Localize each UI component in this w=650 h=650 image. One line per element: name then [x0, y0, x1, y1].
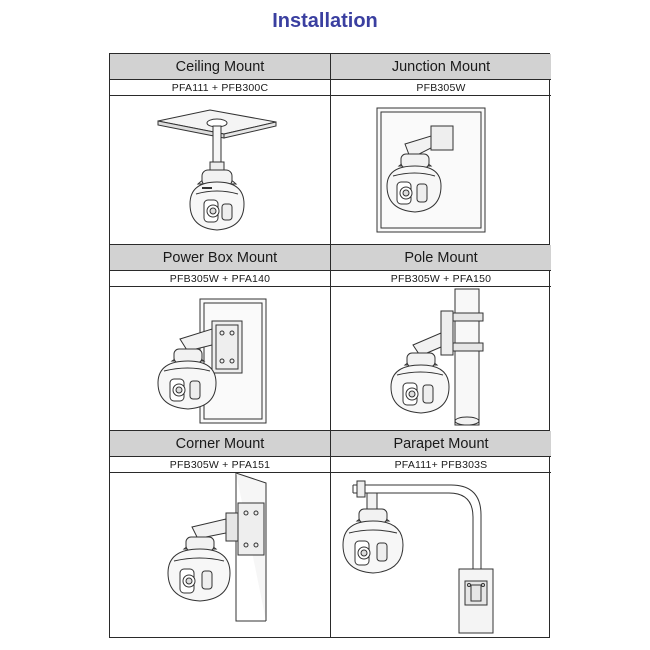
mount-model: PFB305W + PFA151: [110, 457, 330, 473]
table-row: Corner Mount PFB305W + PFA151: [110, 431, 551, 638]
row-divider: [110, 430, 549, 431]
pole-mount-illustration: [331, 287, 551, 429]
corner-mount-illustration: [167, 473, 267, 622]
mount-cell-corner: Corner Mount PFB305W + PFA151: [110, 431, 330, 638]
ceiling-mount-illustration: [157, 109, 277, 231]
mount-title: Corner Mount: [110, 431, 330, 457]
mount-cell-parapet: Parapet Mount PFA111+ PFB303S: [331, 431, 551, 638]
mount-model: PFA111 + PFB300C: [110, 80, 330, 96]
mount-title: Pole Mount: [331, 245, 551, 271]
installation-table: Ceiling Mount PFA111 + PFB300C: [109, 53, 551, 638]
mount-cell-power-box: Power Box Mount PFB305W + PFA140: [110, 245, 330, 430]
parapet-mount-illustration: [342, 480, 494, 634]
mount-title: Power Box Mount: [110, 245, 330, 271]
mount-model: PFB305W: [331, 80, 551, 96]
page-title: Installation: [272, 10, 378, 32]
mount-model: PFB305W + PFA150: [331, 271, 551, 287]
mount-cell-ceiling: Ceiling Mount PFA111 + PFB300C: [110, 54, 330, 244]
pole-mount-illustration: [390, 288, 484, 426]
mount-model: PFB305W + PFA140: [110, 271, 330, 287]
mount-model: PFA111+ PFB303S: [331, 457, 551, 473]
power-box-mount-illustration: [157, 298, 267, 424]
corner-mount-illustration: [110, 473, 330, 637]
table-row: Ceiling Mount PFA111 + PFB300C: [110, 54, 551, 244]
ceiling-mount-illustration: [110, 96, 330, 242]
mount-title: Ceiling Mount: [110, 54, 330, 80]
power-box-mount-illustration: [110, 287, 330, 429]
junction-mount-illustration: [331, 96, 551, 242]
mount-title: Parapet Mount: [331, 431, 551, 457]
junction-mount-illustration: [376, 107, 486, 233]
mount-cell-junction: Junction Mount PFB305W: [331, 54, 551, 244]
mount-cell-pole: Pole Mount PFB305W + PFA150: [331, 245, 551, 430]
column-divider: [330, 54, 331, 637]
mount-title: Junction Mount: [331, 54, 551, 80]
parapet-mount-illustration: [331, 473, 551, 637]
row-divider: [110, 244, 549, 245]
table-row: Power Box Mount PFB305W + PFA140: [110, 245, 551, 430]
